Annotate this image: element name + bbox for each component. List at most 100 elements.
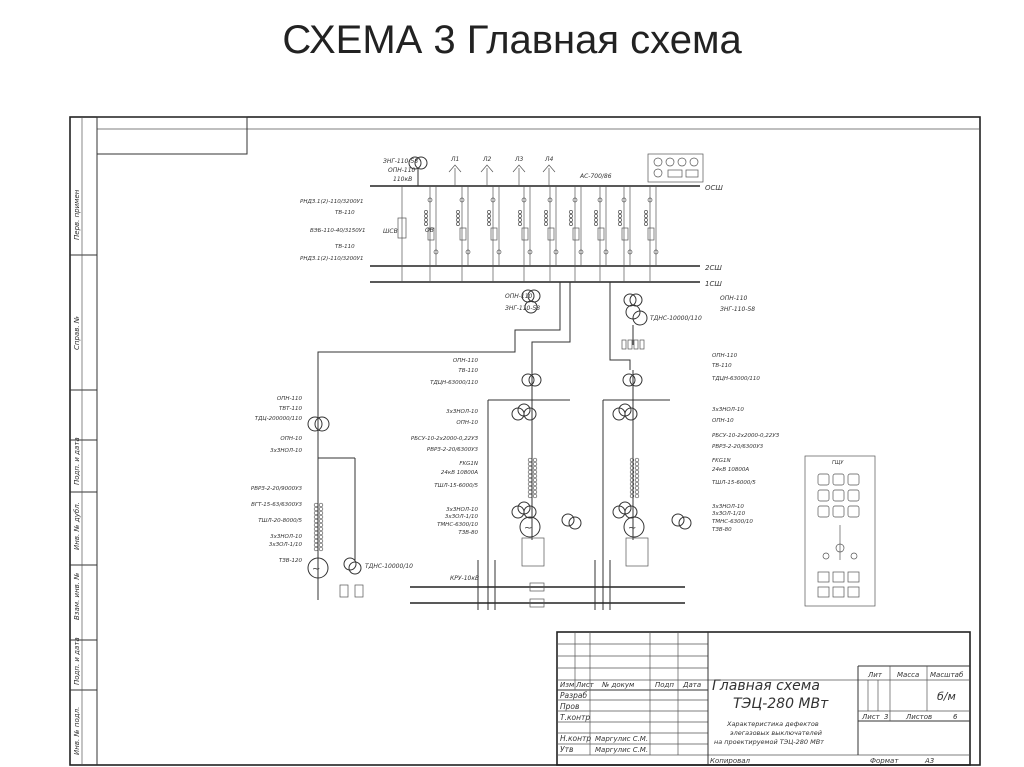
equipment-label: РВРЗ-2-20/6300У3: [712, 444, 764, 450]
small-legend: [647, 153, 704, 183]
generator-unit-2: ~ ОПН-110ТВ-110ТДЦН-63000/1103хЗНОЛ-10ОП…: [411, 358, 582, 610]
slide-title: СХЕМА 3 Главная схема: [282, 18, 742, 62]
margin-label: Перв. примен: [73, 189, 81, 240]
svg-text:~: ~: [312, 564, 320, 575]
equipment-label: РВРЗ-2-20/6300У3: [427, 447, 479, 453]
equipment-label: 3хЗНОЛ-10: [270, 534, 302, 540]
stamp-lit: Лит: [867, 671, 883, 679]
equipment-label: ТШЛ-15-6000/5: [712, 480, 756, 486]
margin-label: Взам. инв. №: [73, 572, 81, 620]
margin-label: Подп. и дата: [73, 437, 81, 485]
equipment-label: ОПН-10: [456, 420, 478, 426]
connections: [317, 282, 631, 410]
stamp-format-value: А3: [924, 757, 934, 765]
svg-text:~: ~: [524, 523, 532, 534]
svg-text:~: ~: [628, 523, 636, 534]
equipment-label: ОПН-110: [277, 396, 303, 402]
margin-label: Подп. и дата: [73, 637, 81, 685]
label-shsv: ШСВ: [383, 228, 398, 235]
equipment-label: 3хЗОЛ-1/10: [269, 542, 303, 548]
aux-right-opn: ОПН-110: [720, 295, 748, 302]
bus-osh-label: ОСШ: [705, 184, 723, 192]
stamp-sheet-no: 3: [884, 713, 888, 721]
stamp-scale: Масштаб: [930, 671, 964, 679]
equipment-label: 3хЗОЛ-1/10: [445, 514, 479, 520]
stamp-sheets: Листов: [905, 713, 932, 721]
equipment-label: ТШЛ-20-8000/5: [258, 518, 302, 524]
gen1-aux-label: ТДНС-10000/10: [365, 563, 413, 570]
stamp-scale-value: б/м: [937, 690, 956, 703]
line-feeder-label: Л4: [544, 156, 554, 163]
equipment-label: РВРЗ-2-20/9000У3: [251, 486, 303, 492]
equipment-label: ТЗВ-80: [458, 530, 478, 536]
label-tv1: ТВ-110: [335, 210, 355, 216]
equipment-label: ОПН-110: [453, 358, 479, 364]
label-ov: ОВ: [425, 227, 434, 234]
generator-unit-3: ~ ОПН-110ТВ-110ТДЦН-63000/1103хЗНОЛ-10ОП…: [602, 353, 780, 610]
equipment-label: 3хЗНОЛ-10: [446, 507, 478, 513]
bus-1sh-label: 1СШ: [705, 280, 722, 288]
aux-right-zng: ЗНГ-110-58: [720, 306, 755, 313]
equipment-label: ТВТ-110: [279, 406, 302, 412]
label-rnd2: РНДЗ.1(2)-110/3200У1: [300, 256, 364, 262]
top-left-stamp: [96, 116, 248, 155]
equipment-label: ТДЦН-63000/110: [430, 380, 478, 386]
equipment-label: ОПН-110: [712, 353, 738, 359]
equipment-label: 3хЗНОЛ-10: [270, 448, 302, 454]
label-zng: ЗНГ-110-58: [383, 158, 418, 165]
aux-transformers: ОПН-110 ЗНГ-110-58 ОПН-110 ЗНГ-110-58 ТД…: [505, 289, 755, 350]
stamp-mass: Масса: [897, 671, 919, 679]
conductor-label: АС-700/86: [579, 173, 612, 180]
equipment-label: ТЗВ-120: [279, 558, 303, 564]
stamp-subtitle-1: Характеристика дефектов: [726, 720, 819, 728]
equipment-label: 3хЗНОЛ-10: [446, 409, 478, 415]
stamp-row-tkontr: Т.контр: [560, 713, 590, 722]
gen3-generator-symbol: [623, 516, 645, 538]
kru-10kv: КРУ-10кВ: [410, 560, 685, 610]
stamp-title-1: Главная схема: [712, 678, 820, 694]
equipment-label: ТЗВ-80: [712, 527, 732, 533]
equipment-label: ТМНС-6300/10: [437, 522, 478, 528]
stamp-name-nkontr: Маргулис С.М.: [595, 735, 648, 743]
equipment-label: ОПН-10: [280, 436, 302, 442]
line-feeder-label: Л3: [514, 156, 524, 163]
stamp-h-dokum: № докум: [601, 681, 635, 689]
equipment-label: 3хЗОЛ-1/10: [712, 511, 746, 517]
stamp-format: Формат: [870, 757, 899, 765]
stamp-row-utv: Утв: [560, 745, 573, 754]
equipment-label: ВГТ-15-63/6300У3: [251, 502, 302, 508]
stamp-h-izm: Изм: [560, 681, 575, 689]
bus-2sh-label: 2СШ: [705, 264, 722, 272]
equipment-label: 24кВ 10800А: [712, 467, 749, 473]
stamp-h-podp: Подп: [655, 681, 674, 689]
margin-label: Инв. № дубл.: [73, 502, 81, 550]
equipment-label: 3хЗНОЛ-10: [712, 504, 744, 510]
margin-label: Инв. № подл.: [73, 707, 81, 755]
equipment-label: РБСУ-10-2х2000-0,22УЗ: [712, 433, 780, 439]
equipment-label: РБСУ-10-2х2000-0,22УЗ: [411, 436, 479, 442]
label-opn: ОПН-110: [388, 167, 416, 174]
stamp-row-nkontr: Н.контр: [560, 734, 591, 743]
stamp-name-utv: Маргулис С.М.: [595, 746, 648, 754]
left-margin-cells: [70, 117, 97, 765]
equipment-label: 24кВ 10800А: [441, 470, 478, 476]
equipment-label: 3хЗНОЛ-10: [712, 407, 744, 413]
equipment-label: FKG1N: [459, 461, 478, 467]
stamp-copied: Копировал: [710, 757, 751, 765]
stamp-subtitle-3: на проектируемой ТЭЦ-280 МВт: [714, 738, 824, 746]
label-rnd1: РНДЗ.1(2)-110/3200У1: [300, 199, 364, 205]
legend-box-title: ГЩУ: [832, 460, 844, 466]
equipment-label: ОПН-10: [712, 418, 734, 424]
stamp-row-prov: Пров: [560, 702, 579, 711]
equipment-label: FKG1N: [712, 458, 731, 464]
gen1-generator-symbol: [307, 557, 329, 579]
stamp-h-list: Лист: [575, 681, 595, 689]
stamp-h-data: Дата: [682, 681, 701, 689]
aux-left-opn: ОПН-110: [505, 293, 533, 300]
margin-label: Справ. №: [73, 316, 81, 350]
stamp-row-razrab: Разраб: [560, 691, 587, 700]
label-tv2: ТВ-110: [335, 244, 355, 250]
equipment-label: ТШЛ-15-6000/5: [434, 483, 478, 489]
